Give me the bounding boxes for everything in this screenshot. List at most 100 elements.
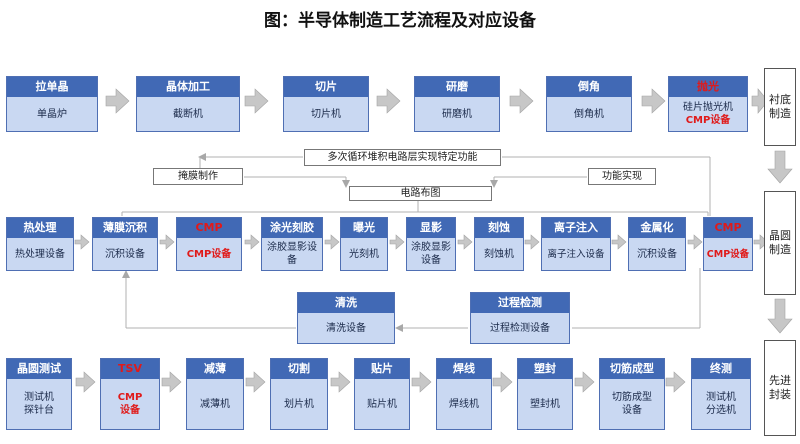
process-head: 焊线 [437, 359, 491, 379]
process-head: 塑封 [518, 359, 572, 379]
process-box-wafer-test: 晶圆测试 测试机 探针台 [6, 358, 72, 430]
process-head: 切片 [284, 77, 368, 97]
process-head: 离子注入 [542, 218, 610, 238]
process-head: 倒角 [547, 77, 631, 97]
process-box-tsv: TSV CMP 设备 [100, 358, 160, 430]
process-head: 终测 [692, 359, 750, 379]
equipment-line: 切筋成型 [612, 392, 652, 403]
equipment-line-highlight: CMP设备 [685, 115, 731, 126]
process-head: 金属化 [629, 218, 685, 238]
process-equipment: 清洗设备 [326, 322, 366, 334]
process-head: 涂光刻胶 [262, 218, 322, 238]
process-head: 清洗 [298, 293, 394, 313]
process-box-crystal-processing: 晶体加工 截断机 [136, 76, 240, 132]
process-box-cmp-1: CMP CMP设备 [176, 217, 242, 271]
process-box-etch: 刻蚀 刻蚀机 [474, 217, 524, 271]
process-head: 过程检测 [471, 293, 569, 313]
process-head: 薄膜沉积 [93, 218, 157, 238]
process-equipment: 截断机 [173, 108, 203, 120]
process-equipment: 研磨机 [442, 108, 472, 120]
label-mask-making: 掩膜制作 [153, 168, 243, 185]
equipment-line: 测试机 [706, 392, 736, 403]
process-equipment: 倒角机 [574, 108, 604, 120]
label-circuit-layout: 电路布图 [349, 186, 492, 201]
process-box-thinning: 减薄 减薄机 [186, 358, 244, 430]
label-function-realization: 功能实现 [588, 168, 656, 185]
process-box-grinding: 研磨 研磨机 [414, 76, 500, 132]
process-head: 拉单晶 [7, 77, 97, 97]
process-equipment: 刻蚀机 [484, 248, 514, 260]
process-equipment: 贴片机 [367, 398, 397, 410]
stage-advanced-packaging: 先进封装 [764, 340, 796, 436]
label-multi-cycle: 多次循环堆积电路层实现特定功能 [304, 149, 501, 166]
process-box-metallization: 金属化 沉积设备 [628, 217, 686, 271]
stage-substrate: 衬底制造 [764, 68, 796, 146]
process-equipment: CMP设备 [186, 248, 232, 260]
process-box-pull-crystal: 拉单晶 单晶炉 [6, 76, 98, 132]
process-box-die-attach: 贴片 贴片机 [354, 358, 410, 430]
process-box-inspection: 过程检测 过程检测设备 [470, 292, 570, 344]
process-head: 切割 [271, 359, 327, 379]
equipment-line: 分选机 [706, 405, 736, 416]
process-equipment: 切片机 [311, 108, 341, 120]
equipment-line: 硅片抛光机 [683, 102, 733, 113]
process-head: 切筋成型 [600, 359, 664, 379]
process-equipment: 焊线机 [449, 398, 479, 410]
process-head: TSV [101, 359, 159, 379]
process-box-exposure: 曝光 光刻机 [340, 217, 388, 271]
process-equipment: 切筋成型 设备 [600, 379, 664, 429]
process-equipment: CMP 设备 [101, 379, 159, 429]
process-head: 曝光 [341, 218, 387, 238]
process-box-thin-film: 薄膜沉积 沉积设备 [92, 217, 158, 271]
equipment-line: 探针台 [24, 405, 54, 416]
process-equipment: CMP设备 [706, 248, 750, 260]
equipment-line: 设备 [120, 405, 140, 416]
process-box-chamfering: 倒角 倒角机 [546, 76, 632, 132]
process-head: 研磨 [415, 77, 499, 97]
process-equipment: 减薄机 [200, 398, 230, 410]
process-box-cleaning: 清洗 清洗设备 [297, 292, 395, 344]
process-equipment: 涂胶显影设备 [411, 242, 451, 266]
process-head: 贴片 [355, 359, 409, 379]
process-equipment: 单晶炉 [37, 108, 67, 120]
process-head: CMP [177, 218, 241, 238]
process-box-molding: 塑封 塑封机 [517, 358, 573, 430]
flow-arrows [74, 88, 793, 393]
process-box-cmp-2: CMP CMP设备 [703, 217, 753, 271]
process-head: 显影 [407, 218, 455, 238]
stage-wafer-fab: 晶圆制造 [764, 191, 796, 295]
process-equipment: 沉积设备 [105, 248, 145, 260]
process-equipment: 划片机 [284, 398, 314, 410]
process-box-heat-treatment: 热处理 热处理设备 [6, 217, 74, 271]
process-box-trim-form: 切筋成型 切筋成型 设备 [599, 358, 665, 430]
process-head: 刻蚀 [475, 218, 523, 238]
equipment-line: CMP [117, 392, 143, 403]
process-box-final-test: 终测 测试机 分选机 [691, 358, 751, 430]
process-equipment: 离子注入设备 [547, 248, 605, 260]
process-equipment: 沉积设备 [637, 248, 677, 260]
process-equipment: 塑封机 [530, 398, 560, 410]
process-head: 抛光 [669, 77, 747, 97]
equipment-line: 设备 [622, 405, 642, 416]
process-box-dicing: 切割 划片机 [270, 358, 328, 430]
process-box-wire-bond: 焊线 焊线机 [436, 358, 492, 430]
process-head: 热处理 [7, 218, 73, 238]
process-equipment: 硅片抛光机 CMP设备 [669, 97, 747, 131]
feedback-lines [121, 153, 711, 332]
process-box-slicing: 切片 切片机 [283, 76, 369, 132]
process-equipment: 光刻机 [349, 248, 379, 260]
process-box-photoresist: 涂光刻胶 涂胶显影设备 [261, 217, 323, 271]
process-equipment: 测试机 探针台 [7, 379, 71, 429]
process-equipment: 测试机 分选机 [692, 379, 750, 429]
process-head: CMP [704, 218, 752, 238]
process-head: 减薄 [187, 359, 243, 379]
process-equipment: 涂胶显影设备 [267, 242, 317, 266]
diagram-title: 图：半导体制造工艺流程及对应设备 [264, 11, 536, 31]
equipment-line: 测试机 [24, 392, 54, 403]
process-equipment: 热处理设备 [15, 248, 65, 260]
process-equipment: 过程检测设备 [490, 322, 550, 334]
process-box-polishing: 抛光 硅片抛光机 CMP设备 [668, 76, 748, 132]
process-head: 晶体加工 [137, 77, 239, 97]
process-head: 晶圆测试 [7, 359, 71, 379]
